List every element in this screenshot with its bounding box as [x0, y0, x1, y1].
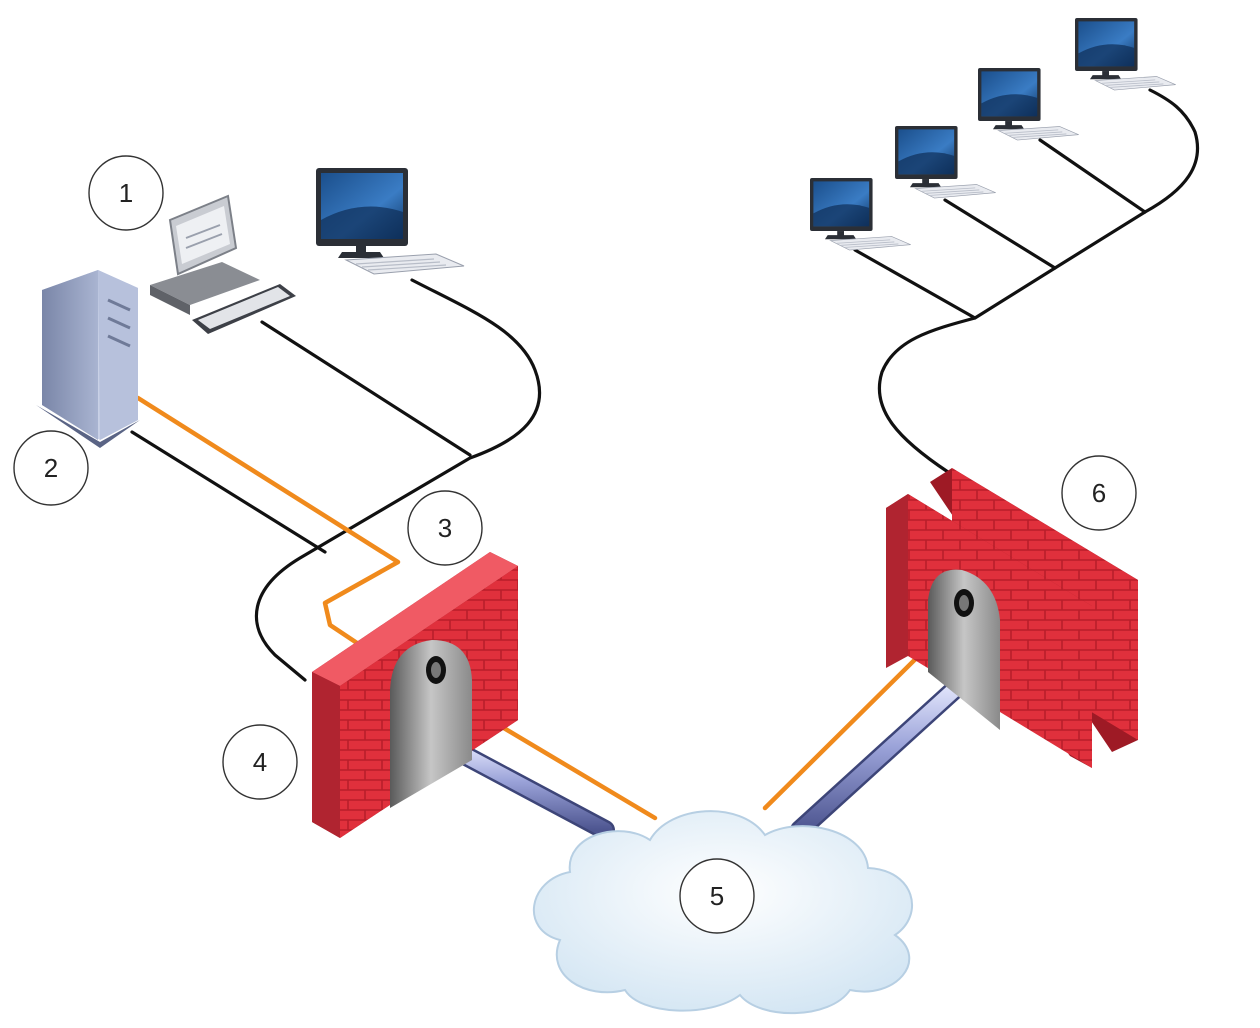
remote-workstation-icon	[809, 177, 912, 251]
lan-cables	[130, 88, 1200, 682]
cable-legacy-workstation	[260, 320, 472, 457]
cable-remote-3	[1038, 138, 1147, 214]
legacy-workstation-icon	[150, 194, 296, 334]
double-firewall-icon	[886, 468, 1138, 768]
callout-2: 2	[13, 430, 89, 506]
callout-5: 5	[679, 858, 755, 934]
callout-5-label: 5	[710, 881, 724, 911]
cable-remote-1	[853, 248, 977, 320]
callout-4: 4	[222, 724, 298, 800]
callout-3: 3	[407, 490, 483, 566]
firewall-icon	[312, 552, 518, 838]
callout-6: 6	[1061, 455, 1137, 531]
cable-flat-workstation	[254, 278, 542, 682]
callout-3-label: 3	[438, 513, 452, 543]
remote-workstation-icon	[1074, 17, 1177, 91]
remote-workstation-icon	[894, 125, 997, 199]
callout-2-label: 2	[44, 453, 58, 483]
callout-6-label: 6	[1092, 478, 1106, 508]
cable-server	[130, 430, 327, 554]
callout-1: 1	[88, 155, 164, 231]
tunnel-link-left	[135, 395, 401, 648]
callout-1-label: 1	[119, 178, 133, 208]
wan-pipe-right	[790, 670, 975, 840]
flat-monitor-workstation-icon	[315, 167, 465, 275]
callout-4-label: 4	[253, 747, 267, 777]
cable-remote-2	[943, 198, 1057, 270]
remote-workstation-icon	[977, 67, 1080, 141]
server-tower-icon	[36, 270, 140, 448]
